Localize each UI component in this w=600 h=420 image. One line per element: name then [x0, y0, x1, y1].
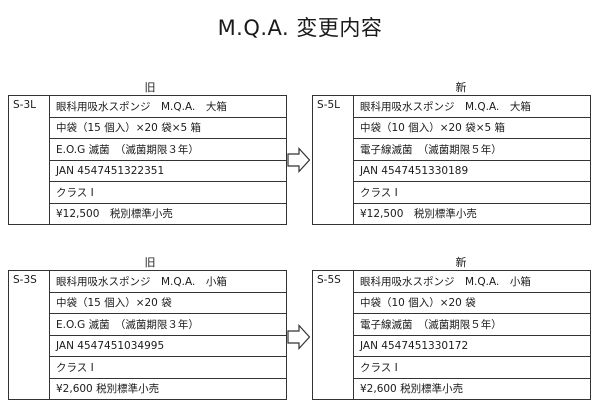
- spec-cell: ¥12,500 税別標準小売: [49, 202, 287, 225]
- right-hollow-arrow-icon: [287, 324, 311, 350]
- table-row: ¥2,600 税別標準小売: [9, 377, 287, 400]
- spec-cell: 眼科用吸水スポンジ M.Q.A. 大箱: [353, 95, 591, 118]
- spec-cell: JAN 4547451034995: [49, 334, 287, 357]
- table-row: クラス I: [9, 181, 287, 204]
- table-row: ¥2,600 税別標準小売: [313, 377, 591, 400]
- spec-cell: 中袋（10 個入）×20 袋: [353, 291, 591, 314]
- spec-cell: 眼科用吸水スポンジ M.Q.A. 小箱: [353, 270, 591, 293]
- old-label-1: 旧: [144, 81, 156, 94]
- table-row: 中袋（15 個入）×20 袋×5 箱: [9, 116, 287, 139]
- spec-cell: 電子線滅菌 （滅菌期限５年）: [353, 138, 591, 161]
- spec-cell: クラス I: [353, 181, 591, 204]
- spec-cell: 中袋（15 個入）×20 袋×5 箱: [49, 116, 287, 139]
- spec-cell: クラス I: [49, 181, 287, 204]
- spec-cell: クラス I: [49, 356, 287, 379]
- spec-cell: 中袋（15 個入）×20 袋: [49, 291, 287, 314]
- old-spec-table-1: S-3L 眼科用吸水スポンジ M.Q.A. 大箱 中袋（15 個入）×20 袋×…: [8, 95, 287, 225]
- table-row: クラス I: [313, 181, 591, 204]
- table-row: E.O.G 滅菌 （滅菌期限３年）: [9, 138, 287, 161]
- spec-cell: JAN 4547451322351: [49, 159, 287, 182]
- product-code: S-5S: [312, 270, 354, 400]
- old-spec-table-2: S-3S 眼科用吸水スポンジ M.Q.A. 小箱 中袋（15 個入）×20 袋 …: [8, 270, 287, 400]
- spec-cell: E.O.G 滅菌 （滅菌期限３年）: [49, 313, 287, 336]
- new-label-1: 新: [455, 81, 467, 94]
- spec-cell: 眼科用吸水スポンジ M.Q.A. 大箱: [49, 95, 287, 118]
- table-row: S-5S 眼科用吸水スポンジ M.Q.A. 小箱: [312, 270, 591, 400]
- product-code: S-5L: [312, 95, 354, 225]
- table-row: S-3S 眼科用吸水スポンジ M.Q.A. 小箱: [8, 270, 287, 400]
- table-row: S-3L 眼科用吸水スポンジ M.Q.A. 大箱: [8, 95, 287, 225]
- table-row: JAN 4547451322351: [9, 159, 287, 182]
- table-row: JAN 4547451330189: [313, 159, 591, 182]
- old-label-2: 旧: [144, 256, 156, 269]
- spec-cell: クラス I: [353, 356, 591, 379]
- table-row: E.O.G 滅菌 （滅菌期限３年）: [9, 313, 287, 336]
- spec-cell: E.O.G 滅菌 （滅菌期限３年）: [49, 138, 287, 161]
- table-row: ¥12,500 税別標準小売: [9, 202, 287, 225]
- spec-cell: JAN 4547451330172: [353, 334, 591, 357]
- spec-cell: 眼科用吸水スポンジ M.Q.A. 小箱: [49, 270, 287, 293]
- table-row: クラス I: [313, 356, 591, 379]
- spec-cell: ¥12,500 税別標準小売: [353, 202, 591, 225]
- table-row: S-5L 眼科用吸水スポンジ M.Q.A. 大箱: [312, 95, 591, 225]
- spec-cell: JAN 4547451330189: [353, 159, 591, 182]
- table-row: 電子線滅菌 （滅菌期限５年）: [313, 138, 591, 161]
- new-spec-table-1: S-5L 眼科用吸水スポンジ M.Q.A. 大箱 中袋（10 個入）×20 袋×…: [312, 95, 591, 225]
- table-row: JAN 4547451034995: [9, 334, 287, 357]
- spec-cell: ¥2,600 税別標準小売: [353, 377, 591, 400]
- table-row: 中袋（10 個入）×20 袋×5 箱: [313, 116, 591, 139]
- product-code: S-3L: [8, 95, 50, 225]
- table-row: クラス I: [9, 356, 287, 379]
- page-title: M.Q.A. 変更内容: [217, 16, 383, 40]
- spec-cell: 中袋（10 個入）×20 袋×5 箱: [353, 116, 591, 139]
- right-hollow-arrow-icon: [287, 147, 311, 173]
- new-spec-table-2: S-5S 眼科用吸水スポンジ M.Q.A. 小箱 中袋（10 個入）×20 袋 …: [312, 270, 591, 400]
- spec-cell: ¥2,600 税別標準小売: [49, 377, 287, 400]
- table-row: 中袋（15 個入）×20 袋: [9, 291, 287, 314]
- product-code: S-3S: [8, 270, 50, 400]
- new-label-2: 新: [455, 256, 467, 269]
- table-row: ¥12,500 税別標準小売: [313, 202, 591, 225]
- table-row: 電子線滅菌 （滅菌期限５年）: [313, 313, 591, 336]
- table-row: JAN 4547451330172: [313, 334, 591, 357]
- table-row: 中袋（10 個入）×20 袋: [313, 291, 591, 314]
- spec-cell: 電子線滅菌 （滅菌期限５年）: [353, 313, 591, 336]
